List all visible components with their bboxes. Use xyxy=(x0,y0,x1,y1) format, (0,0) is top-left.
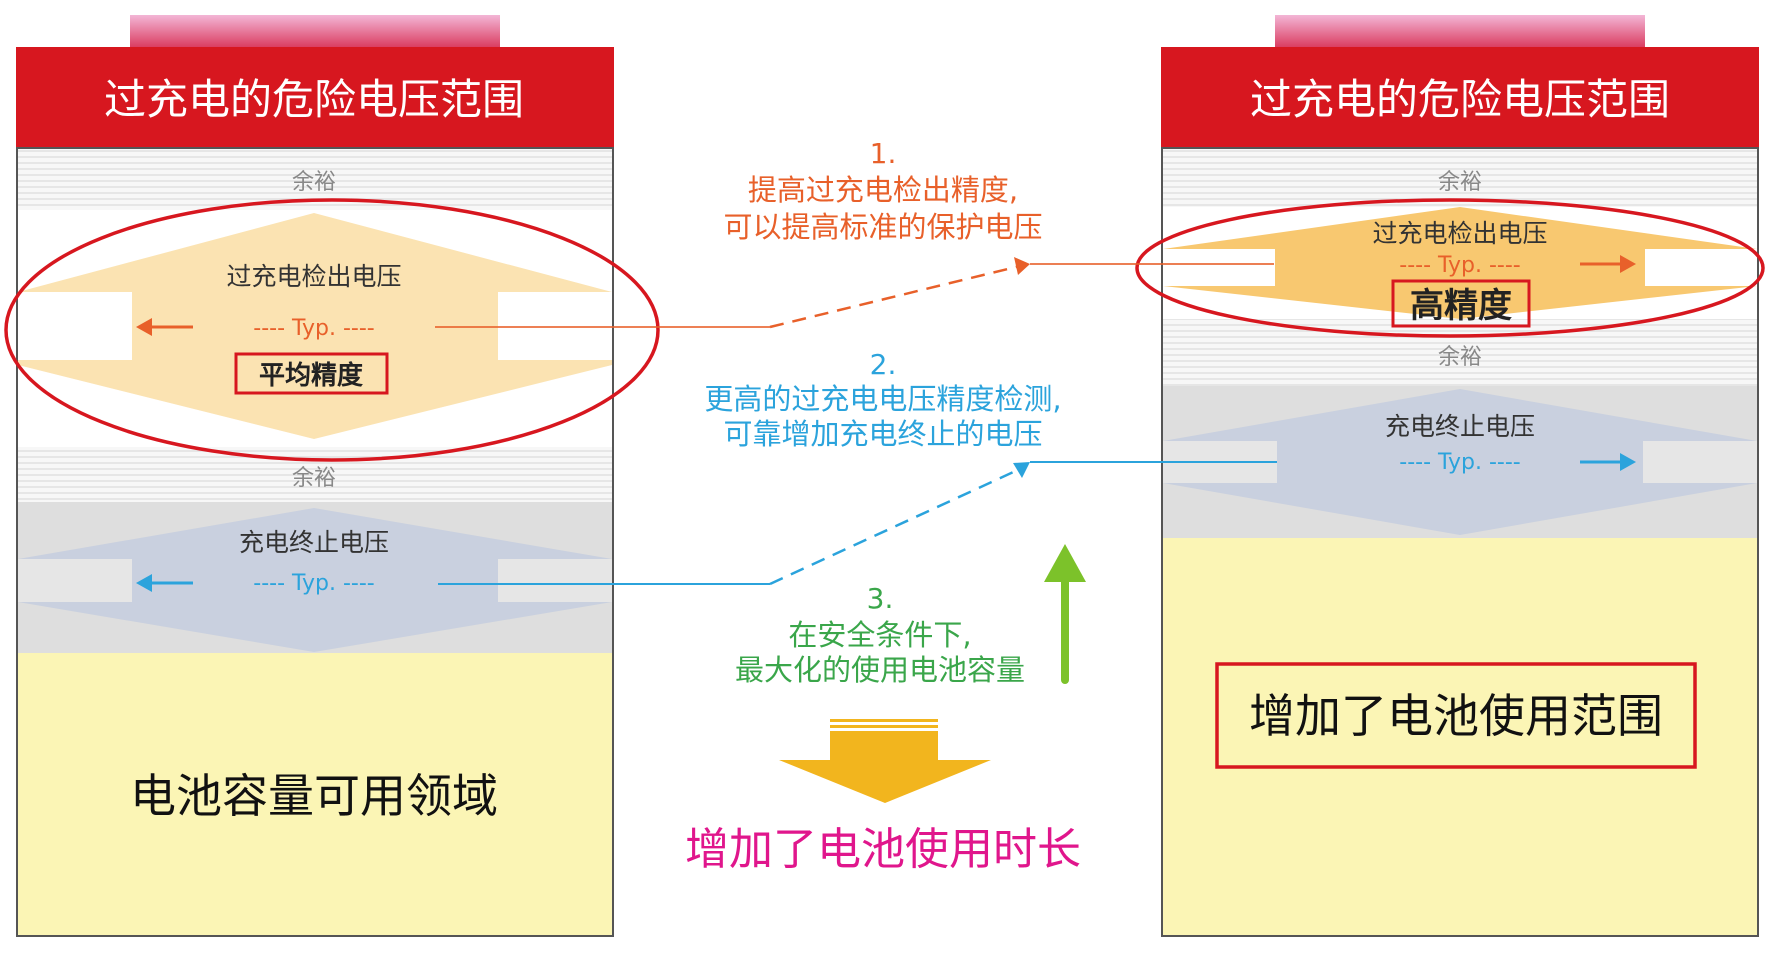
step-2-note: 2. 更高的过充电电压精度检测, 可靠增加充电终止的电压 xyxy=(704,348,1061,451)
accuracy-badge: 高精度 xyxy=(1410,286,1512,326)
result-label: 增加了电池使用时长 xyxy=(685,824,1081,875)
margin-label: 余裕 xyxy=(1438,345,1482,370)
margin-band xyxy=(1163,319,1757,386)
arrow-down-icon xyxy=(779,719,991,803)
notch xyxy=(498,559,612,602)
notch xyxy=(18,559,132,602)
step-3-note: 3. 在安全条件下, 最大化的使用电池容量 xyxy=(735,582,1025,687)
step-text: 更高的过充电电压精度检测, xyxy=(704,382,1061,416)
step-text: 可以提高标准的保护电压 xyxy=(723,210,1042,244)
badge-box xyxy=(234,352,389,395)
stop-voltage-label: 充电终止电压 xyxy=(239,528,389,557)
stop-voltage-diamond xyxy=(1163,389,1757,535)
step-text: 提高过充电检出精度, xyxy=(748,173,1018,207)
badge-box xyxy=(1391,279,1531,328)
notch xyxy=(1645,249,1757,286)
typ-label: ---- Typ. ---- xyxy=(1399,450,1520,475)
highlight-ellipse xyxy=(1135,198,1765,338)
step-text: 在安全条件下, xyxy=(788,618,971,652)
capacity-highlight-box xyxy=(1215,662,1697,769)
step-number: 3. xyxy=(867,582,894,615)
detect-voltage-connector xyxy=(435,257,1274,329)
stop-voltage-diamond xyxy=(18,508,612,652)
capacity-area xyxy=(1163,538,1757,935)
detect-voltage-diamond xyxy=(1163,207,1757,319)
capacity-label: 电池容量可用领域 xyxy=(130,769,498,823)
stop-voltage-label: 充电终止电压 xyxy=(1385,412,1535,441)
typ-label: ---- Typ. ---- xyxy=(1399,253,1520,278)
capacity-label: 增加了电池使用范围 xyxy=(1249,689,1663,743)
arrow-left-icon xyxy=(136,574,193,592)
header-bar xyxy=(1161,47,1759,148)
step-1-note: 1. 提高过充电检出精度, 可以提高标准的保护电压 xyxy=(723,137,1042,244)
arrow-up-icon xyxy=(1044,544,1086,684)
notch xyxy=(1163,249,1275,286)
notch xyxy=(1643,441,1757,483)
margin-label: 余裕 xyxy=(1438,170,1482,195)
detect-voltage-label: 过充电检出电压 xyxy=(1372,219,1547,248)
notch xyxy=(18,292,132,360)
margin-band xyxy=(1163,149,1757,207)
panel-title: 过充电的危险电压范围 xyxy=(104,75,524,124)
step-number: 2. xyxy=(870,348,897,381)
highlight-ellipse xyxy=(4,198,660,462)
capacity-area xyxy=(18,653,612,935)
detect-voltage-label: 过充电检出电压 xyxy=(226,262,401,291)
panel-title: 过充电的危险电压范围 xyxy=(1250,75,1670,124)
arrow-right-icon xyxy=(1580,453,1636,471)
header-tab xyxy=(1275,15,1645,49)
step-number: 1. xyxy=(870,137,897,170)
typ-label: ---- Typ. ---- xyxy=(253,571,374,596)
typ-label: ---- Typ. ---- xyxy=(253,316,374,341)
step-text: 可靠增加充电终止的电压 xyxy=(723,417,1042,451)
margin-label: 余裕 xyxy=(292,466,336,491)
margin-band xyxy=(18,447,612,502)
right-panel: 过充电的危险电压范围 余裕 过充电检出电压 ---- Typ. ---- 高精度… xyxy=(1135,15,1765,937)
stop-voltage-connector xyxy=(438,461,1277,586)
detect-voltage-diamond xyxy=(18,213,612,439)
margin-label: 余裕 xyxy=(292,170,336,195)
arrow-right-icon xyxy=(1580,255,1636,273)
left-panel: 过充电的危险电压范围 余裕 过充电检出电压 ---- Typ. ---- 平均精… xyxy=(4,15,660,937)
arrow-left-icon xyxy=(136,318,193,336)
accuracy-badge: 平均精度 xyxy=(259,360,363,391)
header-tab xyxy=(130,15,500,49)
header-bar xyxy=(16,47,614,148)
step-text: 最大化的使用电池容量 xyxy=(735,653,1025,687)
